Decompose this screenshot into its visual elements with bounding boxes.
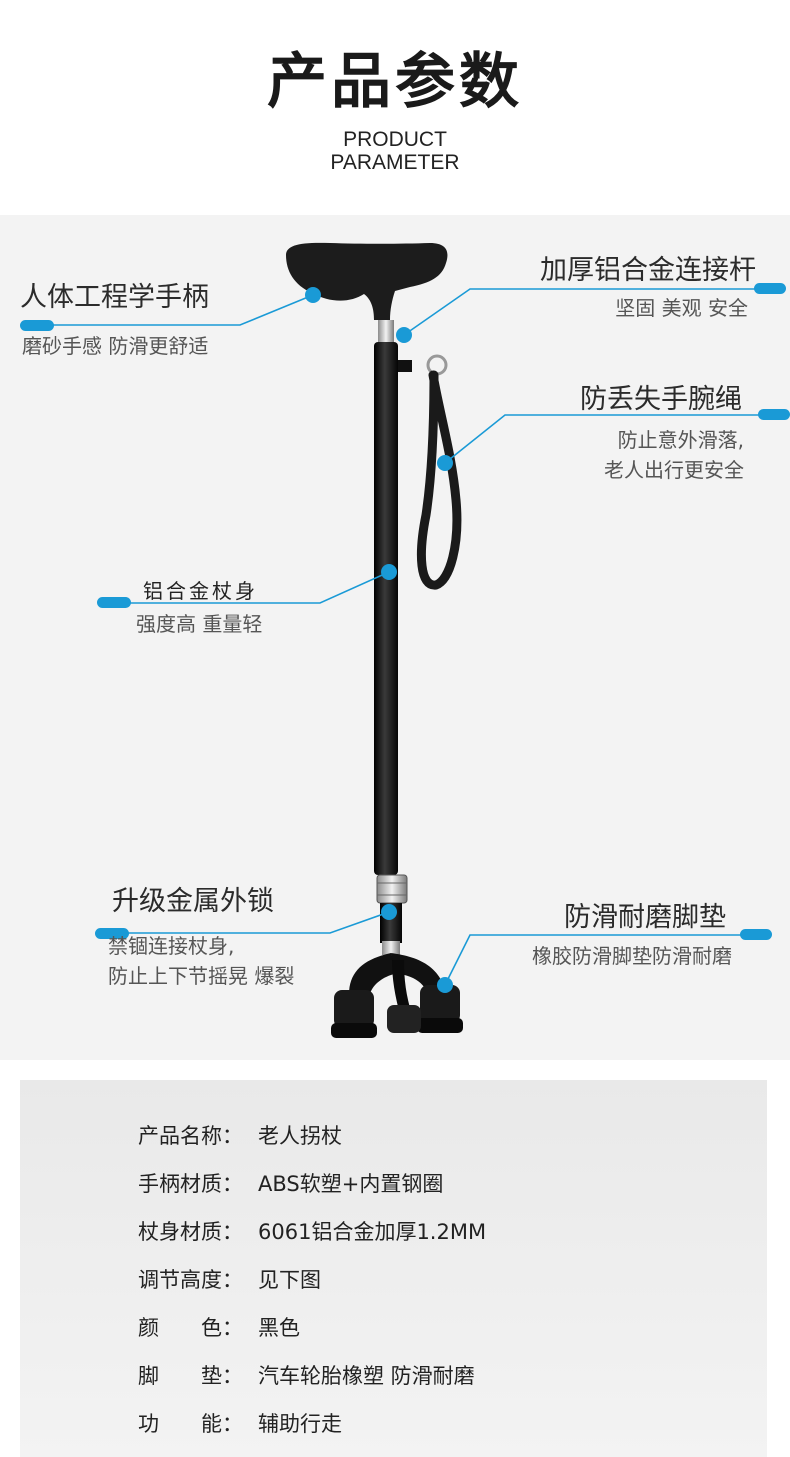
lock-sub: 禁锢连接杖身, 防止上下节摇晃 爆裂 [108, 931, 294, 991]
spec-value: 辅助行走 [258, 1412, 342, 1436]
subtitle-line-2: PARAMETER [330, 151, 460, 174]
spec-value: 老人拐杖 [258, 1124, 342, 1148]
handle [286, 242, 448, 320]
metal-lock [376, 874, 408, 904]
leader-dots [20, 283, 790, 993]
spec-row: 调节高度： 见下图 [138, 1264, 321, 1294]
spec-key: 脚 垫： [138, 1364, 243, 1388]
spec-key: 功 能： [138, 1412, 243, 1436]
spec-row: 功 能： 辅助行走 [138, 1408, 342, 1438]
spec-value: 汽车轮胎橡塑 防滑耐磨 [258, 1364, 475, 1388]
header: 产品参数 PRODUCT PARAMETER [0, 0, 790, 215]
page-subtitle: PRODUCT PARAMETER [0, 128, 790, 174]
body-sub: 强度高 重量轻 [136, 612, 263, 636]
spec-key: 产品名称： [138, 1124, 243, 1148]
page-title: 产品参数 [267, 47, 523, 117]
strap-sub: 防止意外滑落, 老人出行更安全 [604, 425, 744, 485]
strap-sub-line-1: 防止意外滑落, [617, 428, 744, 452]
spec-value: 6061铝合金加厚1.2MM [258, 1220, 487, 1244]
spec-row: 杖身材质： 6061铝合金加厚1.2MM [138, 1216, 486, 1246]
connector-title: 加厚铝合金连接杆 [540, 255, 756, 286]
spec-row: 脚 垫： 汽车轮胎橡塑 防滑耐磨 [138, 1360, 475, 1390]
leader-lines [22, 288, 770, 986]
lock-sub-line-1: 禁锢连接杖身, [108, 934, 235, 958]
cane-shaft [374, 342, 398, 875]
spec-row: 产品名称： 老人拐杖 [138, 1120, 342, 1150]
foot-title: 防滑耐磨脚垫 [564, 902, 726, 933]
product-diagram: 人体工程学手柄 磨砂手感 防滑更舒适 加厚铝合金连接杆 坚固 美观 安全 防丢失… [0, 215, 790, 1060]
spec-value: 见下图 [258, 1268, 321, 1292]
spec-key: 调节高度： [138, 1268, 243, 1292]
body-title: 铝合金杖身 [143, 579, 258, 603]
spec-row: 颜 色： 黑色 [138, 1312, 300, 1342]
strap-sub-line-2: 老人出行更安全 [604, 458, 744, 482]
cane-illustration [20, 242, 790, 1038]
spec-value: ABS软塑+内置钢圈 [258, 1172, 444, 1196]
connector-rod [378, 320, 394, 342]
spec-key: 颜 色： [138, 1316, 243, 1340]
spec-panel [20, 1080, 767, 1457]
quad-base [331, 953, 463, 1038]
lock-title: 升级金属外锁 [112, 886, 274, 917]
spec-value: 黑色 [258, 1316, 300, 1340]
connector-sub: 坚固 美观 安全 [615, 296, 748, 320]
lock-sub-line-2: 防止上下节摇晃 爆裂 [108, 964, 295, 988]
handle-title: 人体工程学手柄 [20, 282, 209, 313]
handle-sub: 磨砂手感 防滑更舒适 [22, 334, 209, 358]
subtitle-line-1: PRODUCT [343, 128, 447, 151]
foot-sub: 橡胶防滑脚垫防滑耐磨 [532, 944, 732, 968]
strap-title: 防丢失手腕绳 [580, 384, 742, 415]
spec-key: 手柄材质： [138, 1172, 243, 1196]
wrist-strap [416, 354, 462, 590]
spec-row: 手柄材质： ABS软塑+内置钢圈 [138, 1168, 443, 1198]
spec-key: 杖身材质： [138, 1220, 243, 1244]
